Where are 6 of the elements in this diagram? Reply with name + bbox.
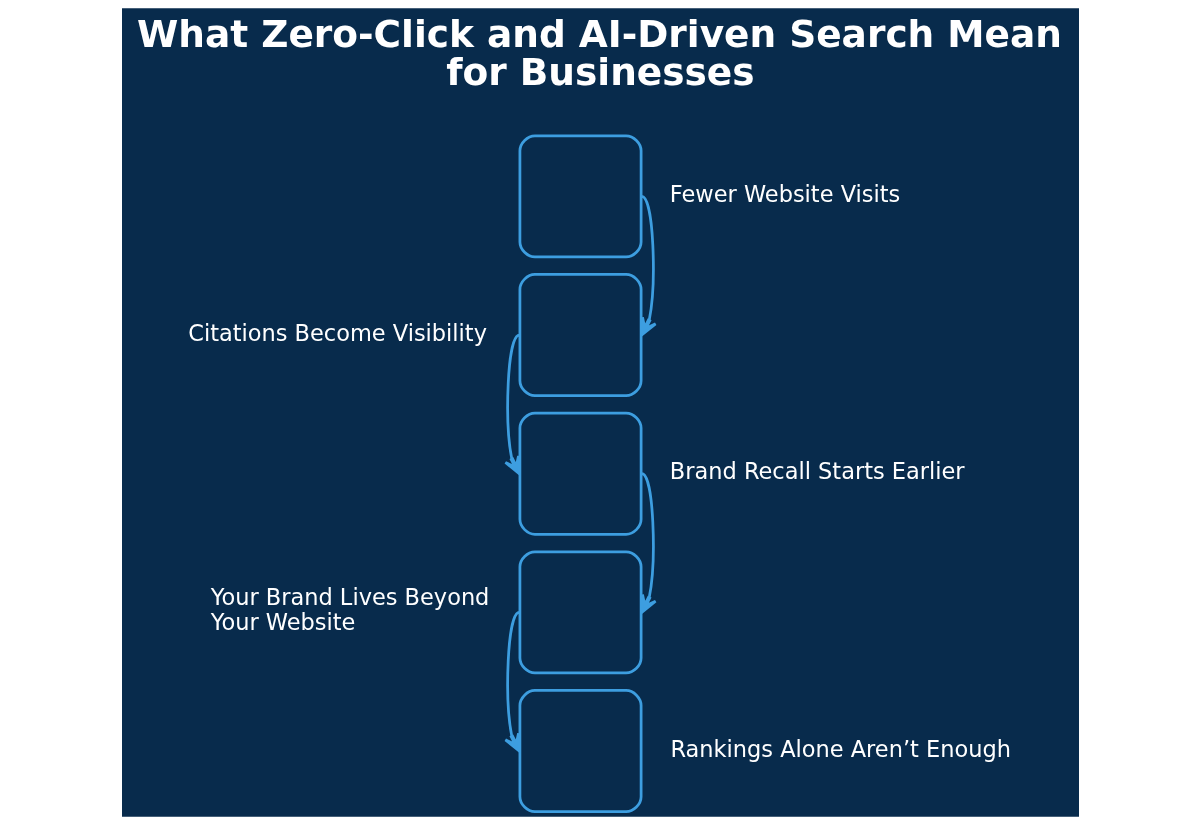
node-label: Rankings Alone Aren’t Enough [669,735,1011,762]
node-label: Your Brand Lives Beyond Your Website [210,584,489,636]
node-label: Citations Become Visibility [187,319,487,346]
node-label: Fewer Website Visits [669,180,900,207]
node-label: Brand Recall Starts Earlier [669,458,965,485]
diagram-title: What Zero-Click and AI-Driven Search Mean for Businesses [136,12,1062,94]
